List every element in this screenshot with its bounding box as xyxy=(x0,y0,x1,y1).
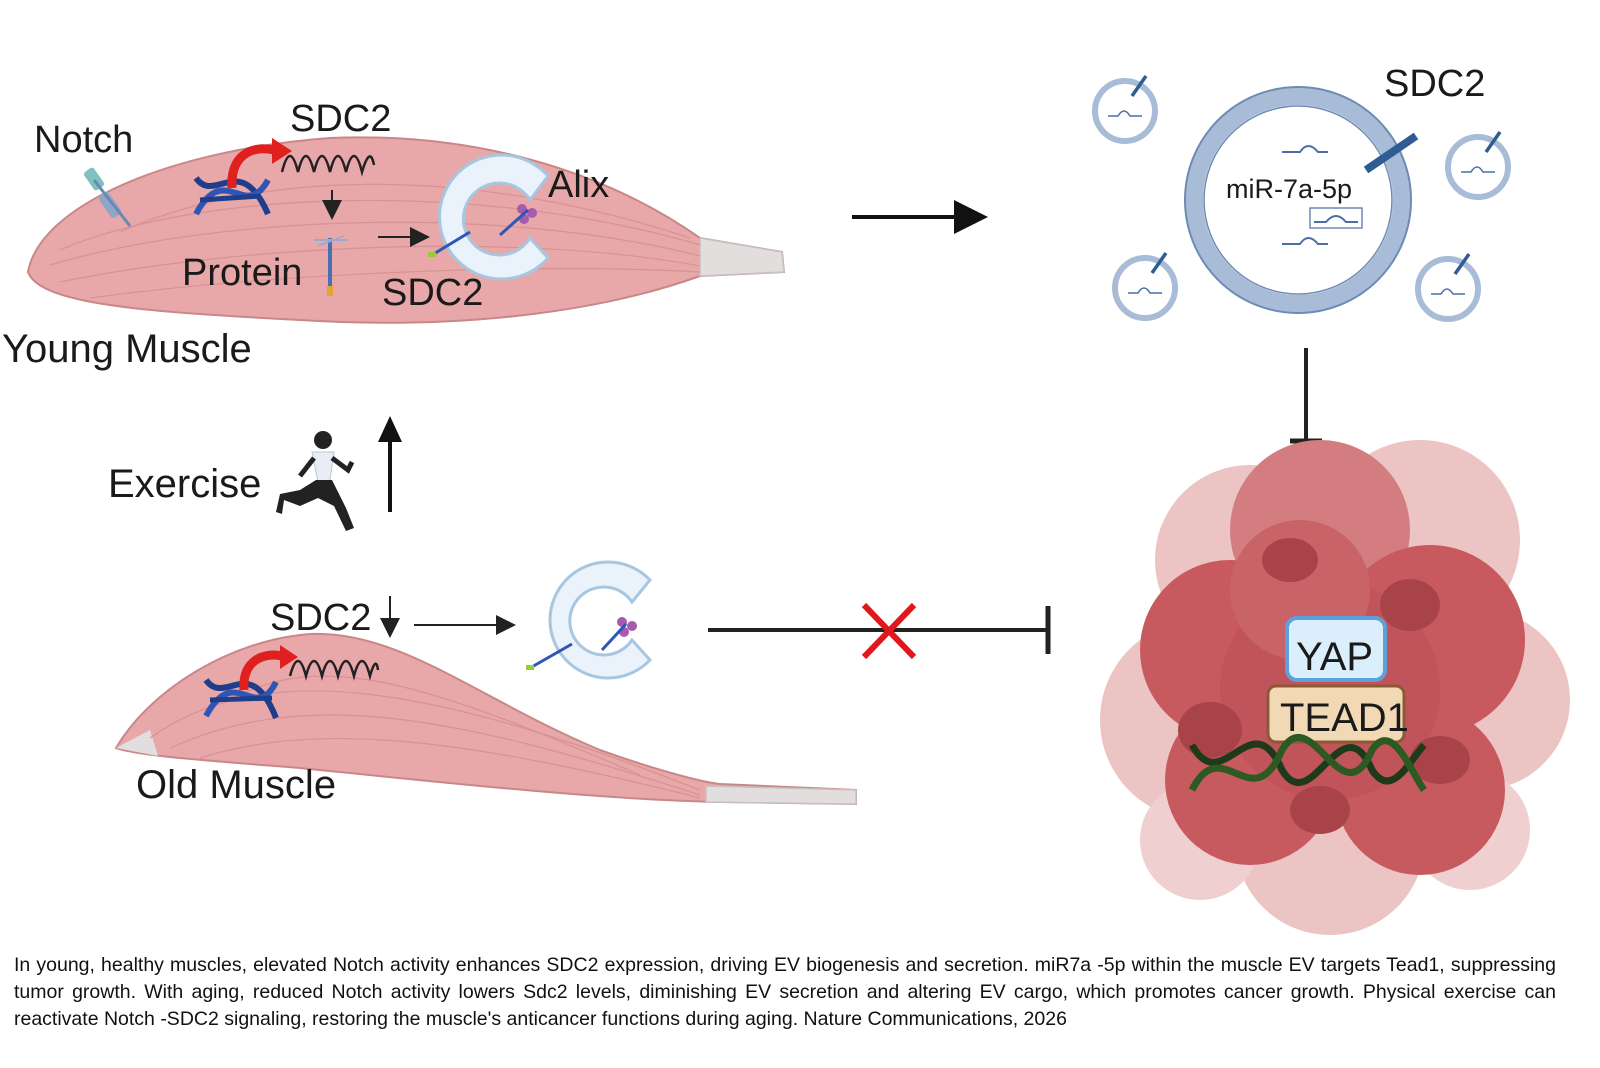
mrna-wave xyxy=(280,154,376,177)
young-muscle-label: Young Muscle xyxy=(2,327,252,371)
tead1-box xyxy=(1266,684,1406,744)
exercise-label: Exercise xyxy=(108,462,261,506)
large-ev-icon xyxy=(1184,86,1419,314)
yap-label: YAP xyxy=(1296,635,1373,679)
protein-label: Protein xyxy=(182,252,302,294)
gene-activation-arrow xyxy=(227,144,275,189)
sdc2-protein-icon xyxy=(314,235,348,296)
alix-label: Alix xyxy=(548,164,609,206)
old-muscle-fiber xyxy=(114,632,857,806)
old-dna-icon xyxy=(203,678,279,720)
sdc2-membrane-label: SDC2 xyxy=(382,272,483,314)
notch-label: Notch xyxy=(34,119,133,161)
mirna-label: miR-7a-5p xyxy=(1226,174,1352,204)
runner-icon xyxy=(276,431,355,531)
blocked-inhibition xyxy=(708,602,1051,660)
sdc2-ev-label: SDC2 xyxy=(1384,63,1485,105)
figure-caption: In young, healthy muscles, elevated Notc… xyxy=(14,954,1556,1030)
tead1-label: TEAD1 xyxy=(1280,696,1409,740)
sdc2-gene-label: SDC2 xyxy=(290,98,391,140)
old-mrna-wave xyxy=(288,659,380,681)
tumor-dna-icon xyxy=(1188,733,1427,793)
forming-ev-icon xyxy=(428,153,551,281)
ev-inhibition-arrow xyxy=(1290,348,1322,444)
old-gene-arrow xyxy=(239,650,283,691)
old-muscle-label: Old Muscle xyxy=(136,763,336,807)
old-forming-ev-icon xyxy=(526,560,653,680)
notch-receptor-icon xyxy=(83,167,132,227)
diagram-canvas: Notch SDC2 Protein SDC2 Alix Young Muscl… xyxy=(2,63,1570,935)
sdc2-old-label: SDC2 xyxy=(270,597,371,639)
yap-box xyxy=(1285,616,1387,682)
